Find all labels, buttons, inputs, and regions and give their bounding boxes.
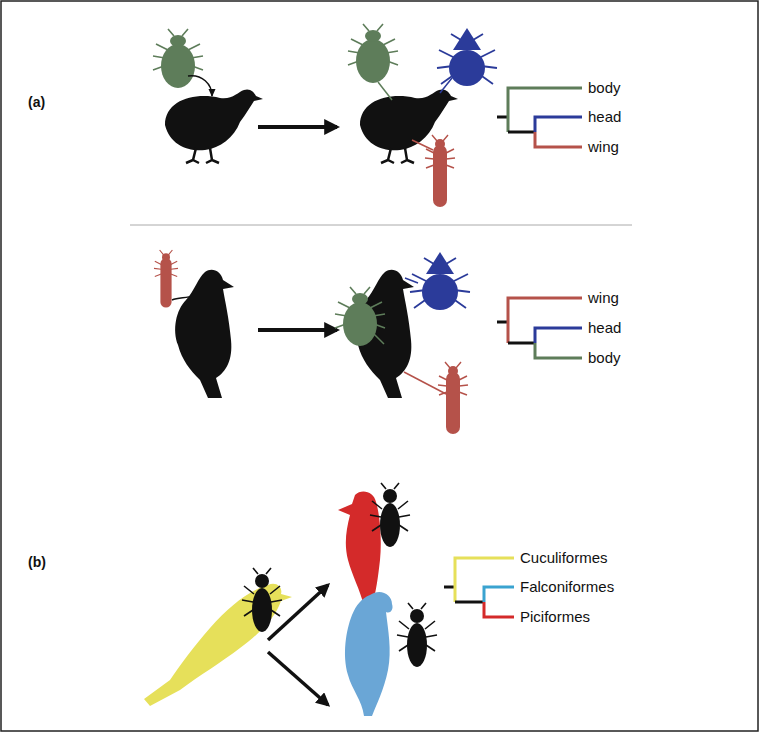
bird-silhouette [175, 270, 234, 398]
head-louse [410, 252, 470, 310]
body-louse [348, 24, 398, 83]
leader-line [404, 372, 446, 394]
tree-tip-label: wing [588, 139, 619, 156]
tree-tip-label: Piciformes [520, 609, 590, 626]
leader-line [378, 82, 392, 100]
tree-tip-label: head [588, 109, 621, 126]
leader-line [374, 334, 384, 344]
phylogeny [497, 298, 582, 358]
tree-tip-label: body [588, 80, 621, 97]
row-two [154, 250, 582, 434]
phylogeny [444, 558, 514, 617]
tree-tip-label: body [588, 350, 621, 367]
time-arrow [258, 125, 337, 129]
split-arrow [268, 585, 328, 640]
bird-silhouette [165, 89, 263, 163]
tree-tip-label: head [588, 320, 621, 337]
wing-louse [438, 362, 468, 434]
body-louse [153, 29, 203, 88]
leader-line [440, 78, 452, 93]
woodpecker-silhouette [338, 491, 381, 606]
louse [397, 603, 437, 667]
louse [242, 568, 282, 632]
panel-label: (b) [28, 555, 46, 570]
time-arrow [258, 328, 337, 332]
panel-label: (a) [28, 95, 45, 110]
head-louse [437, 28, 497, 86]
tree-tip-label: Cuculiformes [520, 550, 608, 567]
louse [370, 483, 410, 547]
phylogeny [497, 88, 582, 147]
leader-line [405, 278, 418, 283]
split-arrow [268, 652, 328, 705]
leader-line [412, 140, 433, 150]
divider [130, 225, 632, 226]
wing-louse [425, 135, 455, 207]
parrot-silhouette [345, 592, 393, 716]
body-louse [335, 287, 385, 346]
tree-tip-label: Falconiformes [520, 579, 614, 596]
colonise-arrow [188, 76, 212, 96]
tree-tip-label: wing [588, 290, 619, 307]
row-one [153, 24, 582, 207]
panel-b [144, 483, 514, 716]
